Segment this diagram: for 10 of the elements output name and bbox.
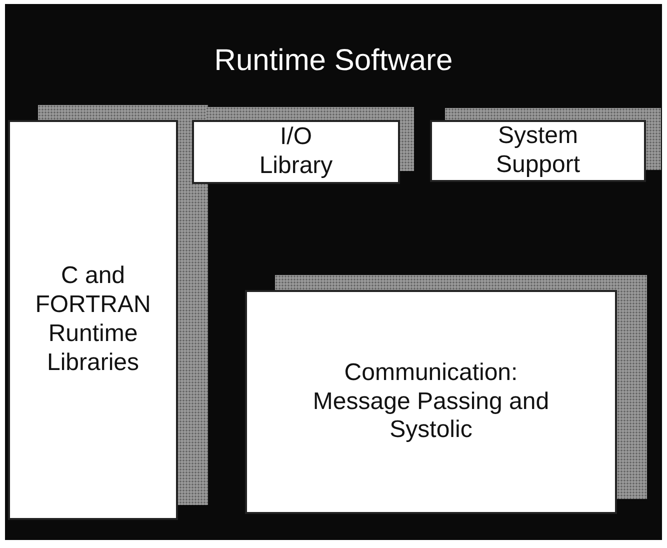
component-box bbox=[8, 120, 178, 520]
panel-title: Runtime Software bbox=[213, 44, 454, 78]
component-box bbox=[430, 120, 646, 182]
box-label: System Support bbox=[494, 122, 582, 180]
box-label: I/O Library bbox=[258, 123, 334, 181]
box-label: C and FORTRAN Runtime Libraries bbox=[34, 262, 152, 378]
component-box bbox=[245, 290, 617, 514]
dark-panel bbox=[5, 4, 662, 540]
box-label: Communication: Message Passing and Systolic bbox=[312, 358, 550, 446]
component-box bbox=[192, 120, 400, 184]
